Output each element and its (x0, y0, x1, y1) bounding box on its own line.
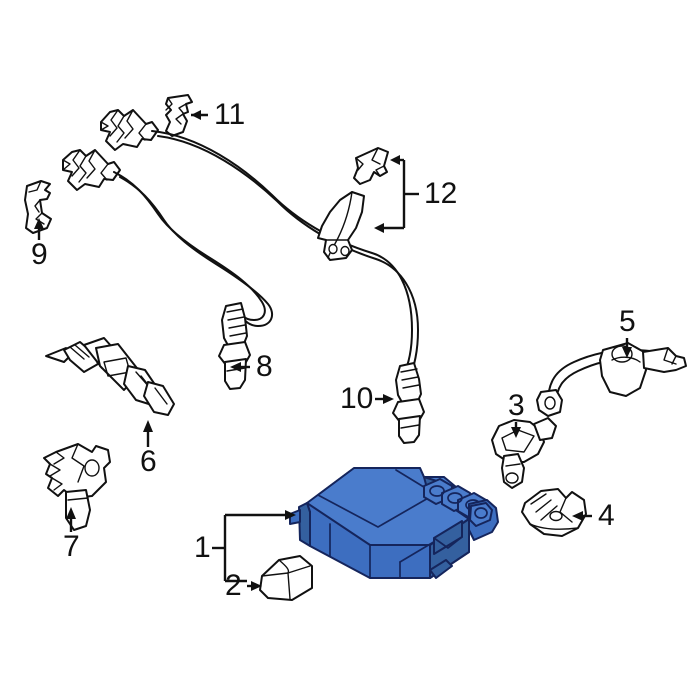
callout-leader-12 (374, 155, 419, 233)
callout-label-7: 7 (63, 530, 80, 563)
callout-label-4: 4 (598, 499, 615, 532)
part-wire-retainer-clip-9 (24, 180, 52, 234)
callout-label-9: 9 (31, 238, 48, 271)
part-oxygen-sensor-10 (392, 362, 425, 444)
part-map-sensor-7 (43, 443, 111, 531)
part-sensor-wire-lower (113, 171, 274, 327)
part-harness-connector-upper (100, 109, 159, 151)
callout-label-8: 8 (256, 350, 273, 383)
part-fuel-pressure-sensor-6 (45, 337, 175, 416)
part-purge-valve-3 (491, 417, 557, 489)
callout-leader-2 (247, 581, 262, 591)
callout-label-3: 3 (508, 389, 525, 422)
callout-leader-10 (375, 394, 394, 404)
part-bracket-12-small (353, 147, 389, 185)
callout-leader-6 (143, 420, 153, 447)
callout-label-12: 12 (424, 177, 457, 210)
callout-label-5: 5 (619, 305, 636, 338)
callout-label-11: 11 (214, 98, 245, 131)
callout-leader-8 (230, 362, 250, 372)
callout-leader-9 (34, 218, 44, 240)
callout-label-2: 2 (225, 569, 242, 602)
callout-leader-7 (66, 507, 76, 532)
callout-leader-5 (622, 338, 632, 358)
callout-leader-1-2 (212, 510, 296, 583)
part-harness-clip-11 (165, 94, 193, 137)
part-harness-connector-lower (62, 149, 121, 191)
callout-leader-11 (191, 110, 208, 120)
part-canister-filter-2 (259, 555, 313, 601)
callout-label-1: 1 (194, 531, 211, 564)
callout-leader-3 (511, 422, 521, 438)
part-vapor-canister-1 (289, 467, 499, 579)
part-sensor-wire-upper (151, 130, 419, 378)
callout-label-6: 6 (140, 445, 157, 478)
part-oxygen-sensor-8 (218, 302, 251, 390)
callout-leader-4 (572, 511, 592, 521)
part-bracket-12-large (317, 191, 365, 261)
part-vent-hose-5 (536, 342, 687, 417)
callout-label-10: 10 (340, 382, 373, 415)
part-bracket-4 (521, 488, 587, 537)
